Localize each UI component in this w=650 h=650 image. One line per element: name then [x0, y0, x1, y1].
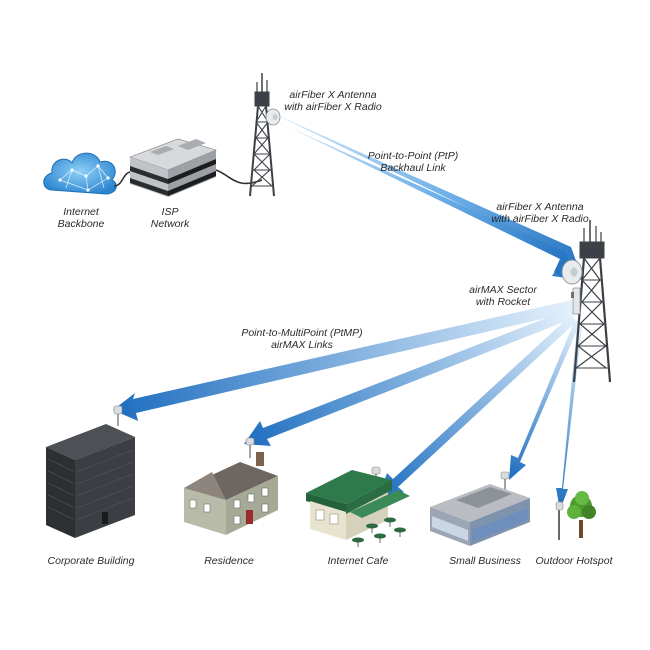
ptp-backhaul-beam	[262, 111, 583, 281]
tree-icon	[567, 491, 596, 538]
small-business-label: Small Business	[449, 555, 521, 567]
cloud-icon	[43, 152, 117, 195]
corporate-building-label: Corporate Building	[47, 555, 135, 567]
house-icon	[184, 437, 278, 535]
ptmp-links-label: Point-to-MultiPoint (PtMP)airMAX Links	[241, 327, 363, 351]
residence-label: Residence	[204, 555, 254, 567]
outdoor-hotspot-label: Outdoor Hotspot	[535, 555, 613, 567]
tower-icon	[572, 220, 612, 383]
isp-cable	[215, 169, 263, 185]
tower-icon	[249, 73, 275, 197]
sector-antenna-icon	[571, 287, 581, 315]
antenna-icon	[561, 259, 583, 285]
business-icon	[430, 471, 530, 546]
cafe-icon	[306, 466, 410, 547]
ptmp-beam-residence	[244, 308, 574, 446]
server-icon	[129, 138, 217, 197]
antenna-icon	[265, 108, 281, 126]
ptmp-beam-business	[509, 320, 580, 480]
building-icon	[46, 405, 135, 538]
internet-cafe-label: Internet Cafe	[327, 555, 389, 567]
hotspot-pole-icon	[555, 501, 564, 540]
ptp-link-label: Point-to-Point (PtP)Backhaul Link	[367, 150, 459, 174]
ptmp-beam-corporate	[113, 300, 572, 421]
ptmp-beam-cafe	[378, 314, 576, 500]
ptmp-beam-hotspot	[556, 325, 582, 510]
